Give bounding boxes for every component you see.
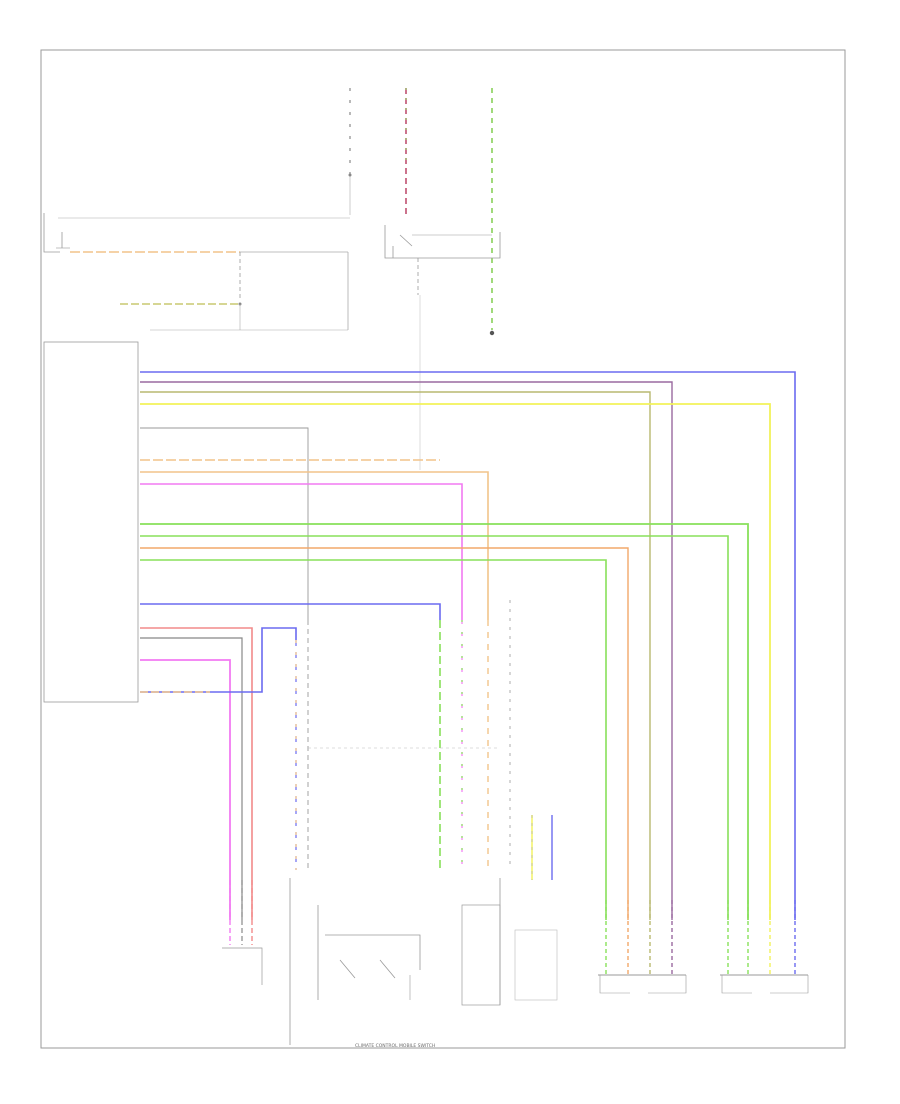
seat-left-connector [598,900,687,994]
splice-fuse-1 [348,173,352,177]
wire-orange-2 [140,471,489,620]
seat-right-connector [720,900,809,994]
diagram-frame [40,49,846,1049]
control-module [43,341,139,703]
relay-block [384,225,501,259]
wire-gray-2 [140,637,243,920]
small-sensor [514,815,558,1001]
wire-blue-2 [140,603,441,620]
harness-wires [140,371,796,920]
top-fuse-area [348,88,501,470]
wire-yellow-1 [140,403,771,920]
wire-gray-signal [140,427,309,620]
wire-pink-2 [140,659,231,920]
wire-pink [140,483,463,620]
mode-switch-label: CLIMATE CONTROL MOBILE SWITCH [355,1043,435,1049]
wire-purple [140,381,673,920]
mode-switch: CLIMATE CONTROL MOBILE SWITCH [289,878,501,1049]
left-sensor-block [43,213,350,331]
bottom-left-connector [222,880,263,985]
wire-orange-lower [140,627,297,693]
wire-orange-3 [140,547,629,920]
ground-symbol [489,330,495,336]
wire-blue-1 [140,371,796,920]
wire-green-1 [140,523,749,920]
center-harness [295,600,511,870]
wire-green-3 [140,559,607,920]
wire-red [140,627,253,920]
wire-olive [140,391,651,920]
wire-green-2 [140,535,729,920]
